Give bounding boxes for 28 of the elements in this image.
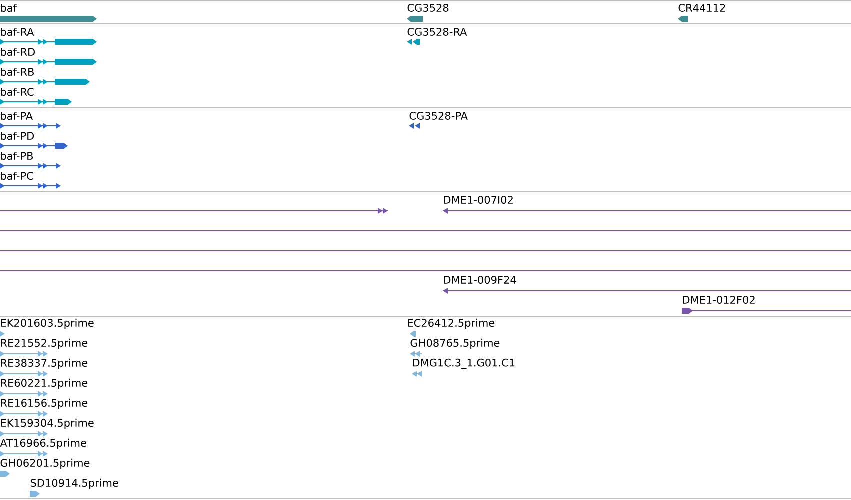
feature-label: EK201603.5prime: [1, 318, 94, 330]
feature-label: baf-PC: [1, 172, 34, 180]
feature-label: CG3528: [408, 4, 449, 12]
feature-label: DME1-009F24: [444, 276, 516, 284]
feature-label: baf-RB: [1, 68, 34, 76]
feature-label: RE21552.5prime: [1, 338, 88, 350]
feature-label: RE60221.5prime: [1, 378, 88, 390]
feature-label: GH06201.5prime: [0, 458, 90, 470]
feature-label: baf-PB: [1, 152, 34, 160]
feature-label: baf: [1, 4, 18, 12]
feature-label: EC26412.5prime: [408, 318, 495, 330]
feature-label: DME1-007I02: [444, 196, 513, 204]
feature-label: baf-PA: [1, 112, 33, 120]
feature-label: baf-RC: [1, 88, 34, 96]
feature-label: GH08765.5prime: [410, 338, 500, 350]
feature-label: CG3528-PA: [410, 112, 468, 120]
feature-label: CG3528-RA: [408, 28, 468, 36]
feature-label: baf-PD: [1, 132, 34, 140]
feature-label: SD10914.5prime: [30, 478, 118, 490]
feature-label: DME1-012F02: [683, 296, 755, 304]
feature-label: RE16156.5prime: [1, 398, 88, 410]
feature-label: AT16966.5prime: [0, 438, 86, 450]
feature-label: EK159304.5prime: [1, 418, 94, 430]
feature-label: baf-RD: [1, 48, 35, 56]
feature-label: DMG1C.3_1.G01.C1: [413, 358, 515, 370]
feature-label: RE38337.5prime: [1, 358, 88, 370]
feature-label: baf-RA: [1, 28, 34, 36]
feature-label: CR44112: [678, 4, 726, 12]
